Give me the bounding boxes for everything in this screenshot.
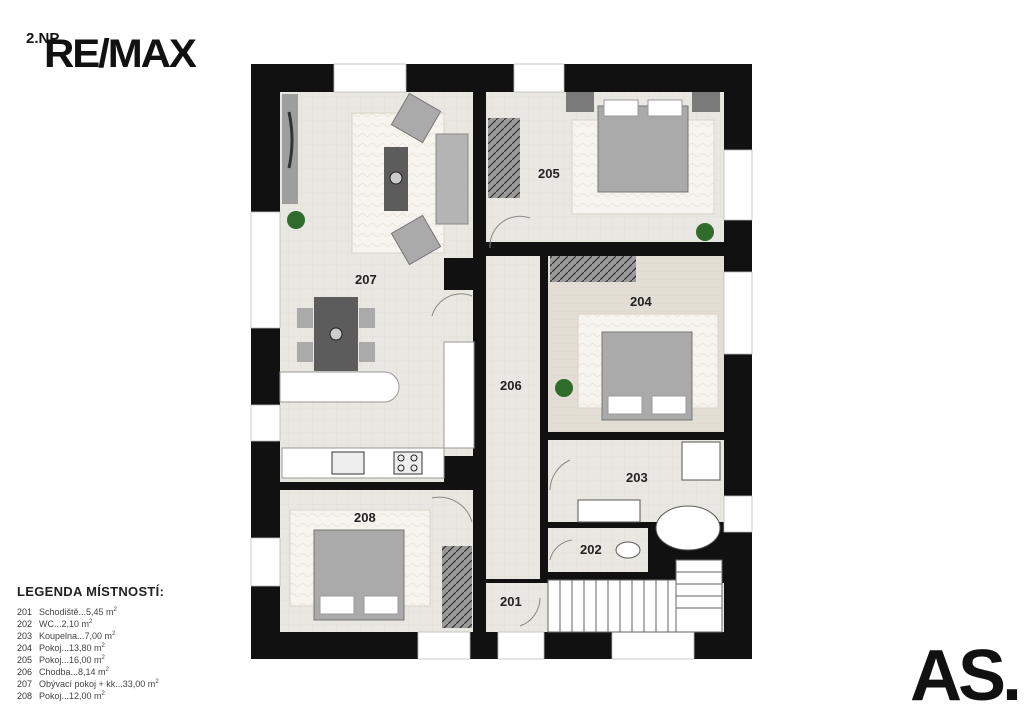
legend-title: LEGENDA MÍSTNOSTÍ: xyxy=(17,584,165,599)
sofa xyxy=(435,133,469,225)
tv xyxy=(287,111,294,169)
toilet xyxy=(615,541,641,559)
shower xyxy=(681,441,721,481)
kitchen-island xyxy=(279,371,400,403)
wardrobe-204 xyxy=(550,256,636,282)
door-202 xyxy=(549,539,573,561)
room-label-204: 204 xyxy=(630,294,652,309)
bed-205 xyxy=(597,105,689,193)
wardrobe-205 xyxy=(488,118,520,198)
room-206-floor xyxy=(486,256,540,579)
door-205 xyxy=(489,215,531,249)
door-201 xyxy=(519,597,541,627)
armchair-top xyxy=(390,92,442,144)
plant-207 xyxy=(287,211,305,229)
room-label-206: 206 xyxy=(500,378,522,393)
room-label-205: 205 xyxy=(538,166,560,181)
tv-unit xyxy=(282,94,298,204)
door-208 xyxy=(431,496,473,523)
cooktop xyxy=(393,451,423,475)
wardrobe-208 xyxy=(442,546,472,628)
armchair-bottom xyxy=(390,214,442,266)
double-sink xyxy=(577,499,641,523)
floor-label: 2.NP xyxy=(26,30,60,47)
windows xyxy=(250,63,753,660)
door-203 xyxy=(549,459,571,491)
stairs xyxy=(547,559,723,633)
room-label-201: 201 xyxy=(500,594,522,609)
plant-204 xyxy=(555,379,573,397)
brand-logo: AS. xyxy=(910,636,1022,716)
door-207 xyxy=(431,293,473,317)
plant-205 xyxy=(696,223,714,241)
sink xyxy=(331,451,365,475)
room-label-203: 203 xyxy=(626,470,648,485)
kitchen-counter-right xyxy=(443,341,475,449)
room-label-208: 208 xyxy=(354,510,376,525)
room-label-202: 202 xyxy=(580,542,602,557)
room-label-207: 207 xyxy=(355,272,377,287)
remax-logo: RE/MAX xyxy=(44,32,197,76)
bathtub xyxy=(655,505,721,551)
